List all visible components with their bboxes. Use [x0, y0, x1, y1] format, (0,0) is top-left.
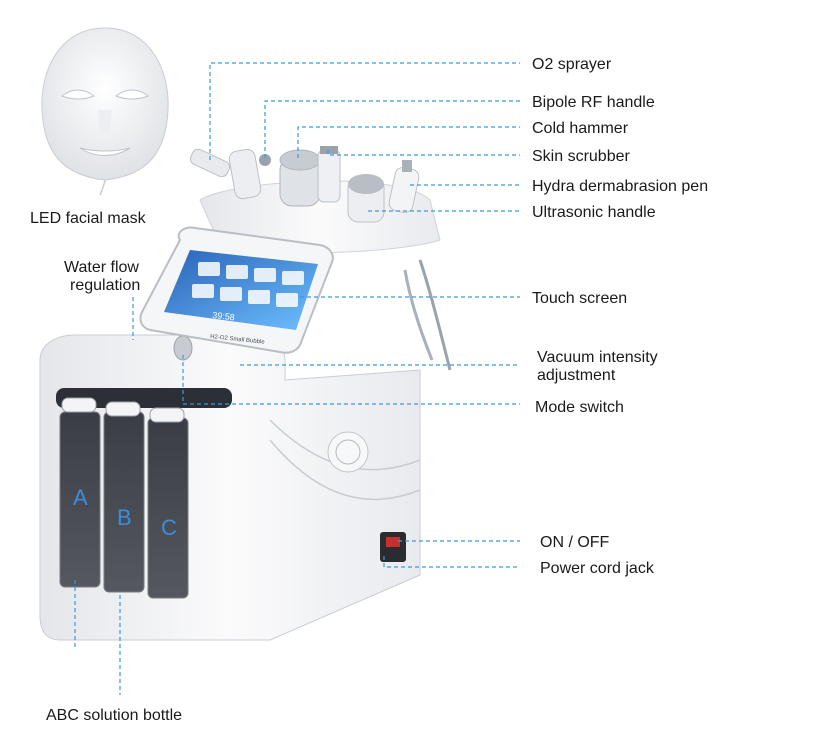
label-bipole-rf-handle: Bipole RF handle — [532, 94, 655, 111]
label-on-off: ON / OFF — [540, 534, 610, 551]
led-facial-mask-image — [41, 27, 169, 196]
touch-screen-image: 39:58 H2-O2 Small Bubble — [139, 226, 334, 354]
bottle-letter-a: A — [73, 485, 88, 510]
label-o2-sprayer: O2 sprayer — [532, 56, 612, 73]
leader-skin-scrubber — [327, 150, 520, 156]
leader-o2-sprayer — [209, 62, 520, 160]
label-vacuum-line2: adjustment — [537, 367, 616, 384]
label-skin-scrubber: Skin scrubber — [532, 148, 630, 165]
label-cold-hammer: Cold hammer — [532, 120, 629, 137]
label-water-line1: Water flow — [64, 259, 139, 276]
label-mode-switch: Mode switch — [535, 399, 624, 416]
screen-time-readout: 39:58 — [212, 310, 235, 322]
label-ultrasonic-handle: Ultrasonic handle — [532, 204, 656, 221]
screen-brand-text: H2-O2 Small Bubble — [210, 334, 266, 346]
label-vacuum-line1: Vacuum intensity — [537, 349, 658, 366]
solution-bottles-image: A B C — [56, 388, 232, 599]
bottle-letter-b: B — [117, 505, 132, 530]
leader-lines — [74, 62, 520, 695]
label-hydra-pen: Hydra dermabrasion pen — [532, 178, 708, 195]
leader-power-cord — [383, 556, 520, 568]
leader-cold-hammer — [297, 126, 520, 158]
leader-bipole-rf — [264, 100, 520, 158]
handle-tray-image — [189, 146, 452, 371]
label-power-cord-jack: Power cord jack — [540, 560, 655, 577]
label-abc-bottle: ABC solution bottle — [46, 707, 182, 724]
label-touch-screen: Touch screen — [532, 290, 627, 307]
label-water-line2: regulation — [70, 277, 140, 294]
leader-mode-switch — [182, 355, 520, 405]
label-led-mask: LED facial mask — [30, 210, 147, 227]
bottle-letter-c: C — [161, 515, 177, 540]
callout-labels: O2 sprayer Bipole RF handle Cold hammer … — [30, 56, 708, 724]
